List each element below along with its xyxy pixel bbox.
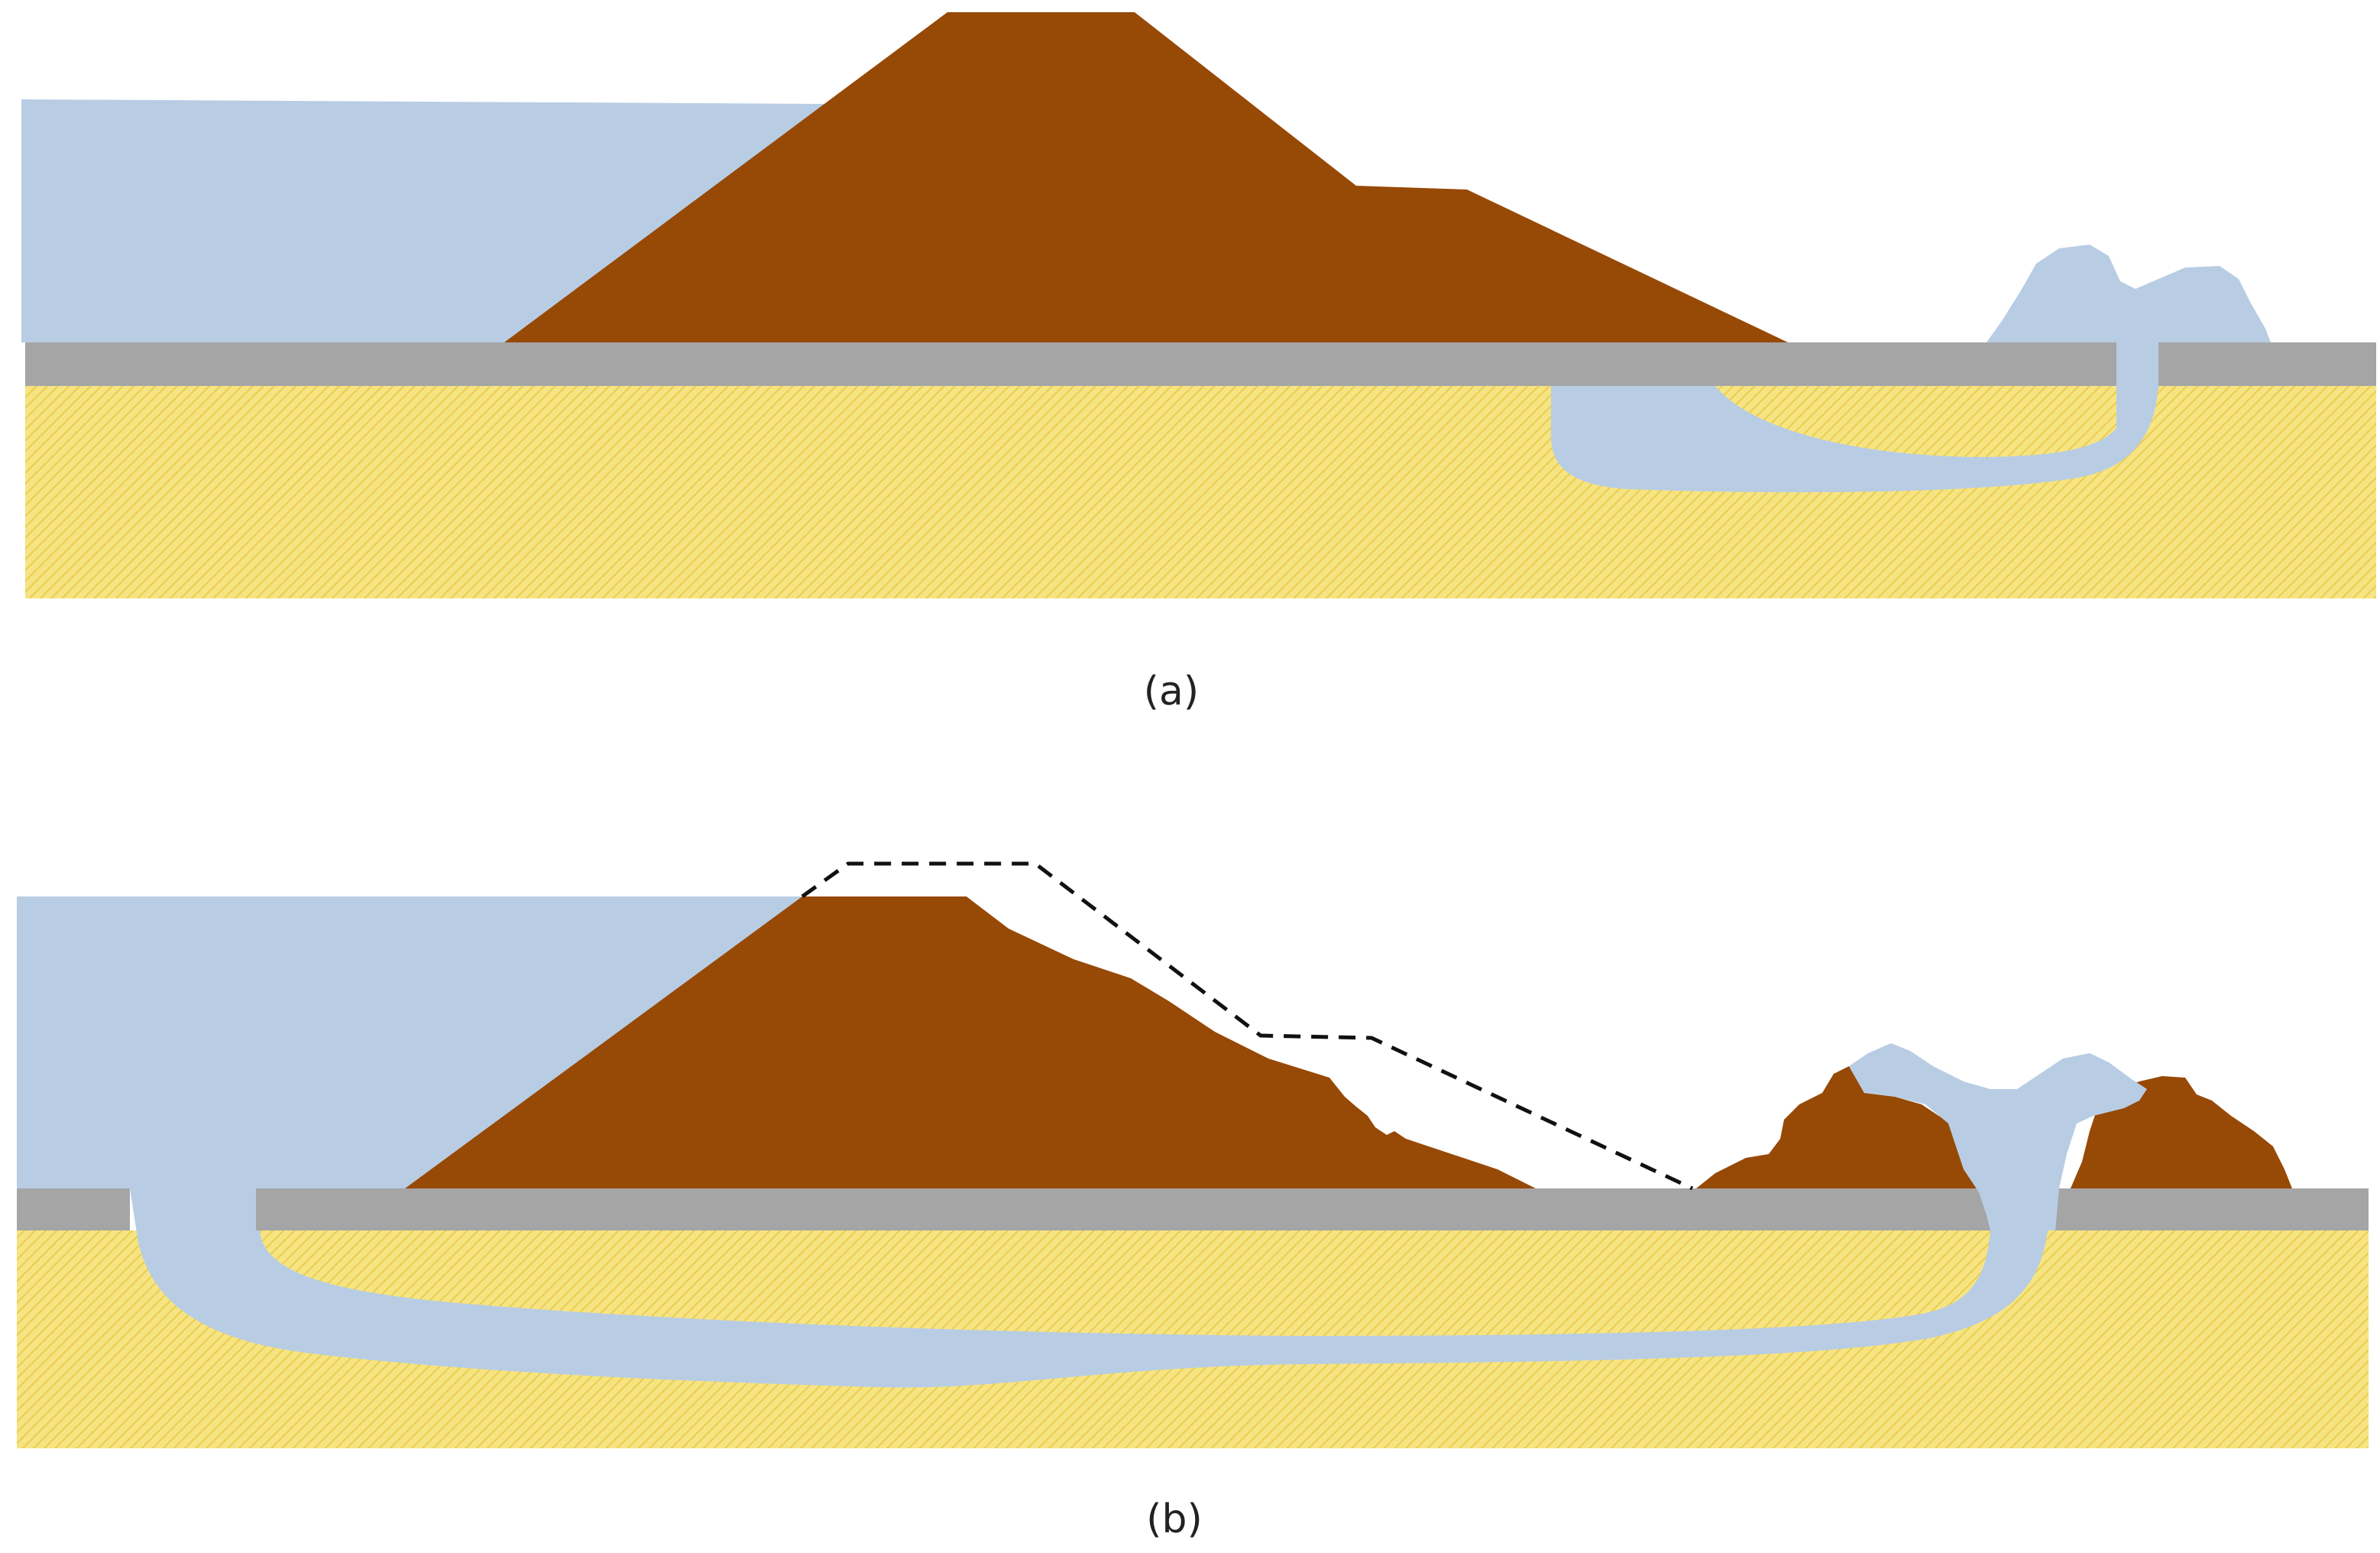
clay-layer-a [25, 342, 2376, 386]
seepage-pipe-b [130, 1188, 2055, 1388]
original-dike-profile-dashed [801, 861, 1694, 1191]
clay-layer-b-main [256, 1188, 1990, 1230]
dike-body-a [504, 12, 1788, 342]
river-water-b [17, 896, 802, 1188]
caption-b: (b) [1146, 1496, 1203, 1542]
river-water-a [21, 99, 829, 342]
caption-a: (a) [1144, 669, 1199, 715]
panel-a: (a) [21, 12, 2376, 715]
boil-conduit-a [2116, 336, 2158, 390]
sand-boil-b [1849, 1043, 2147, 1230]
seepage-pipe-a [1550, 386, 2158, 493]
dike-body-b [405, 896, 1536, 1188]
clay-layer-b-left [17, 1188, 130, 1230]
panel-b: (b) [17, 861, 2369, 1542]
sand-boil-a [1987, 245, 2271, 342]
clay-layer-b-right [2055, 1188, 2369, 1230]
sand-aquifer-a [25, 382, 2376, 598]
slid-mass-b-left [1696, 1066, 1979, 1188]
